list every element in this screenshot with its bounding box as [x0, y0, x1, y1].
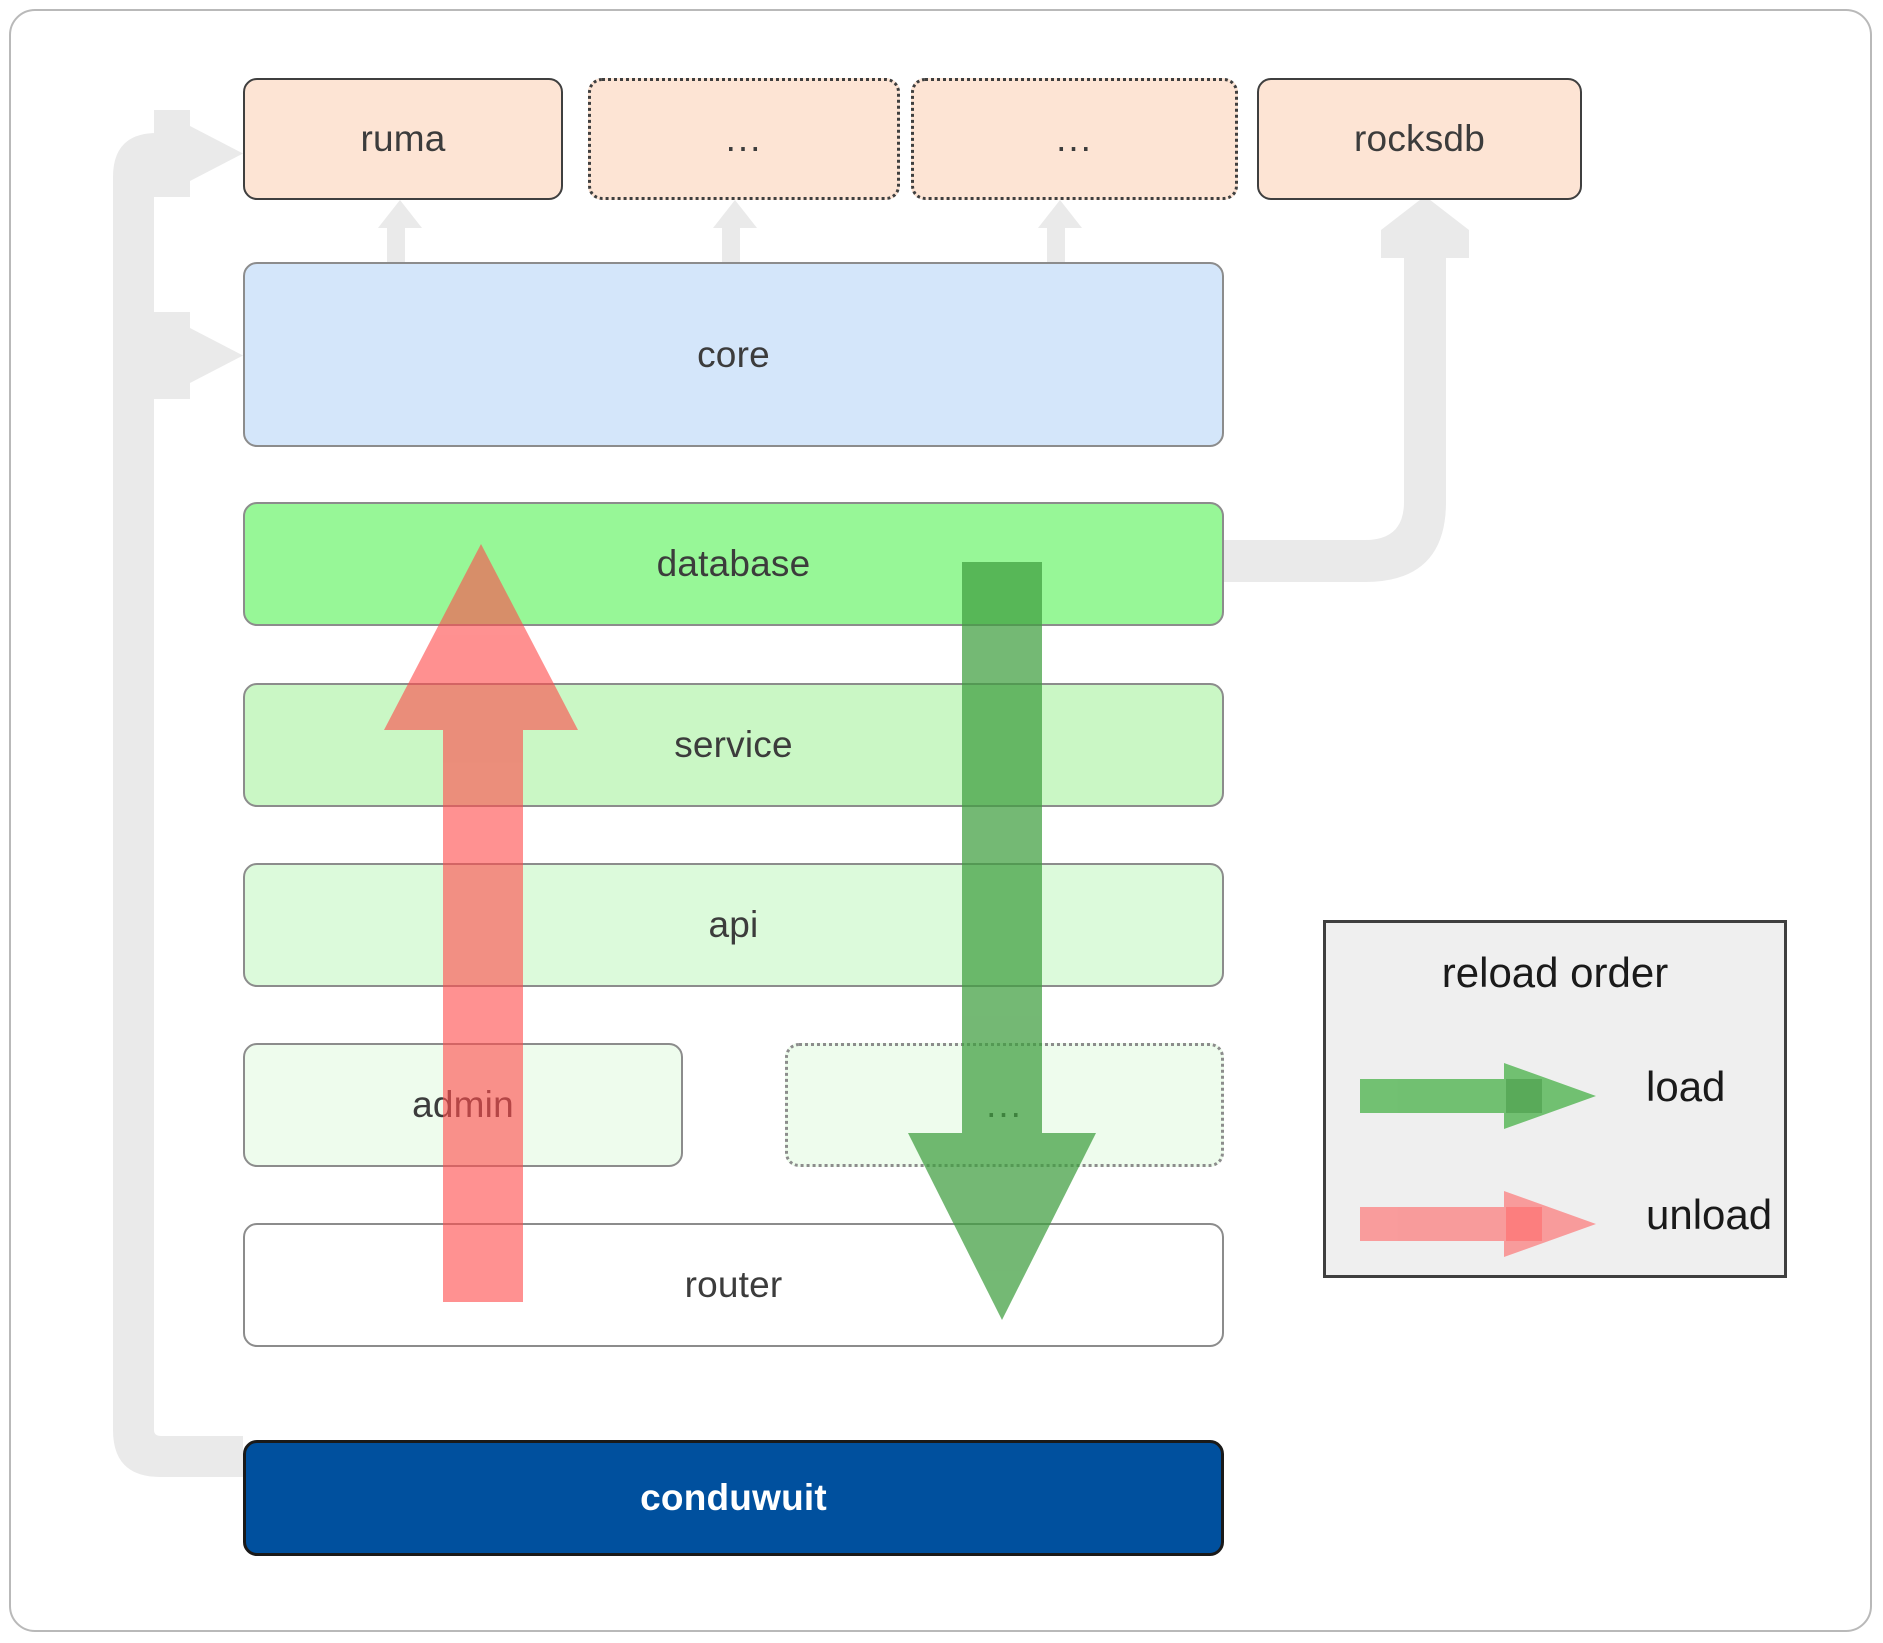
load-arrow-icon [1360, 1063, 1596, 1129]
node-conduwuit[interactable]: conduwuit [243, 1440, 1224, 1556]
layer-router[interactable]: router [243, 1223, 1224, 1347]
layer-core-label: core [697, 333, 770, 375]
layer-database-label: database [656, 543, 811, 584]
crate-placeholder-1-label: ... [725, 118, 763, 159]
wire-arrow-to-ruma [154, 110, 243, 197]
wire-database-to-rocksdb [1224, 258, 1446, 582]
wire-core-to-dots2 [1038, 200, 1082, 262]
wire-core-to-ruma [378, 200, 422, 262]
layer-api[interactable]: api [243, 863, 1224, 987]
layer-api-label: api [708, 904, 759, 945]
crate-ruma[interactable]: ruma [243, 78, 563, 200]
wire-arrow-to-core [154, 312, 243, 399]
layer-admin[interactable]: admin [243, 1043, 683, 1167]
crate-rocksdb-label: rocksdb [1354, 118, 1485, 159]
layer-admin-label: admin [412, 1084, 514, 1125]
wire-arrow-to-rocksdb [1381, 196, 1469, 258]
wire-core-to-dots1 [713, 200, 757, 262]
layer-service[interactable]: service [243, 683, 1224, 807]
crate-placeholder-1[interactable]: ... [588, 78, 900, 200]
unload-arrow-icon [1360, 1191, 1596, 1257]
layer-core[interactable]: core [243, 262, 1224, 447]
legend-row-load: load [1326, 1051, 1784, 1141]
legend-row-unload: unload [1326, 1179, 1784, 1269]
layer-admin-placeholder[interactable]: ... [785, 1043, 1224, 1167]
layer-admin-placeholder-label: ... [986, 1084, 1023, 1125]
legend-title: reload order [1441, 949, 1669, 996]
crate-ruma-label: ruma [360, 118, 446, 159]
crate-placeholder-2[interactable]: ... [911, 78, 1238, 200]
wire-conduwuit-trunk [113, 133, 243, 1477]
layer-database[interactable]: database [243, 502, 1224, 626]
layer-router-label: router [684, 1264, 783, 1305]
layer-service-label: service [674, 724, 793, 765]
node-conduwuit-label: conduwuit [640, 1477, 827, 1518]
legend-panel: reload order load unload [1323, 920, 1787, 1278]
crate-placeholder-2-label: ... [1056, 118, 1093, 159]
legend-label-unload: unload [1646, 1191, 1773, 1238]
crate-rocksdb[interactable]: rocksdb [1257, 78, 1582, 200]
legend-label-load: load [1646, 1063, 1726, 1110]
